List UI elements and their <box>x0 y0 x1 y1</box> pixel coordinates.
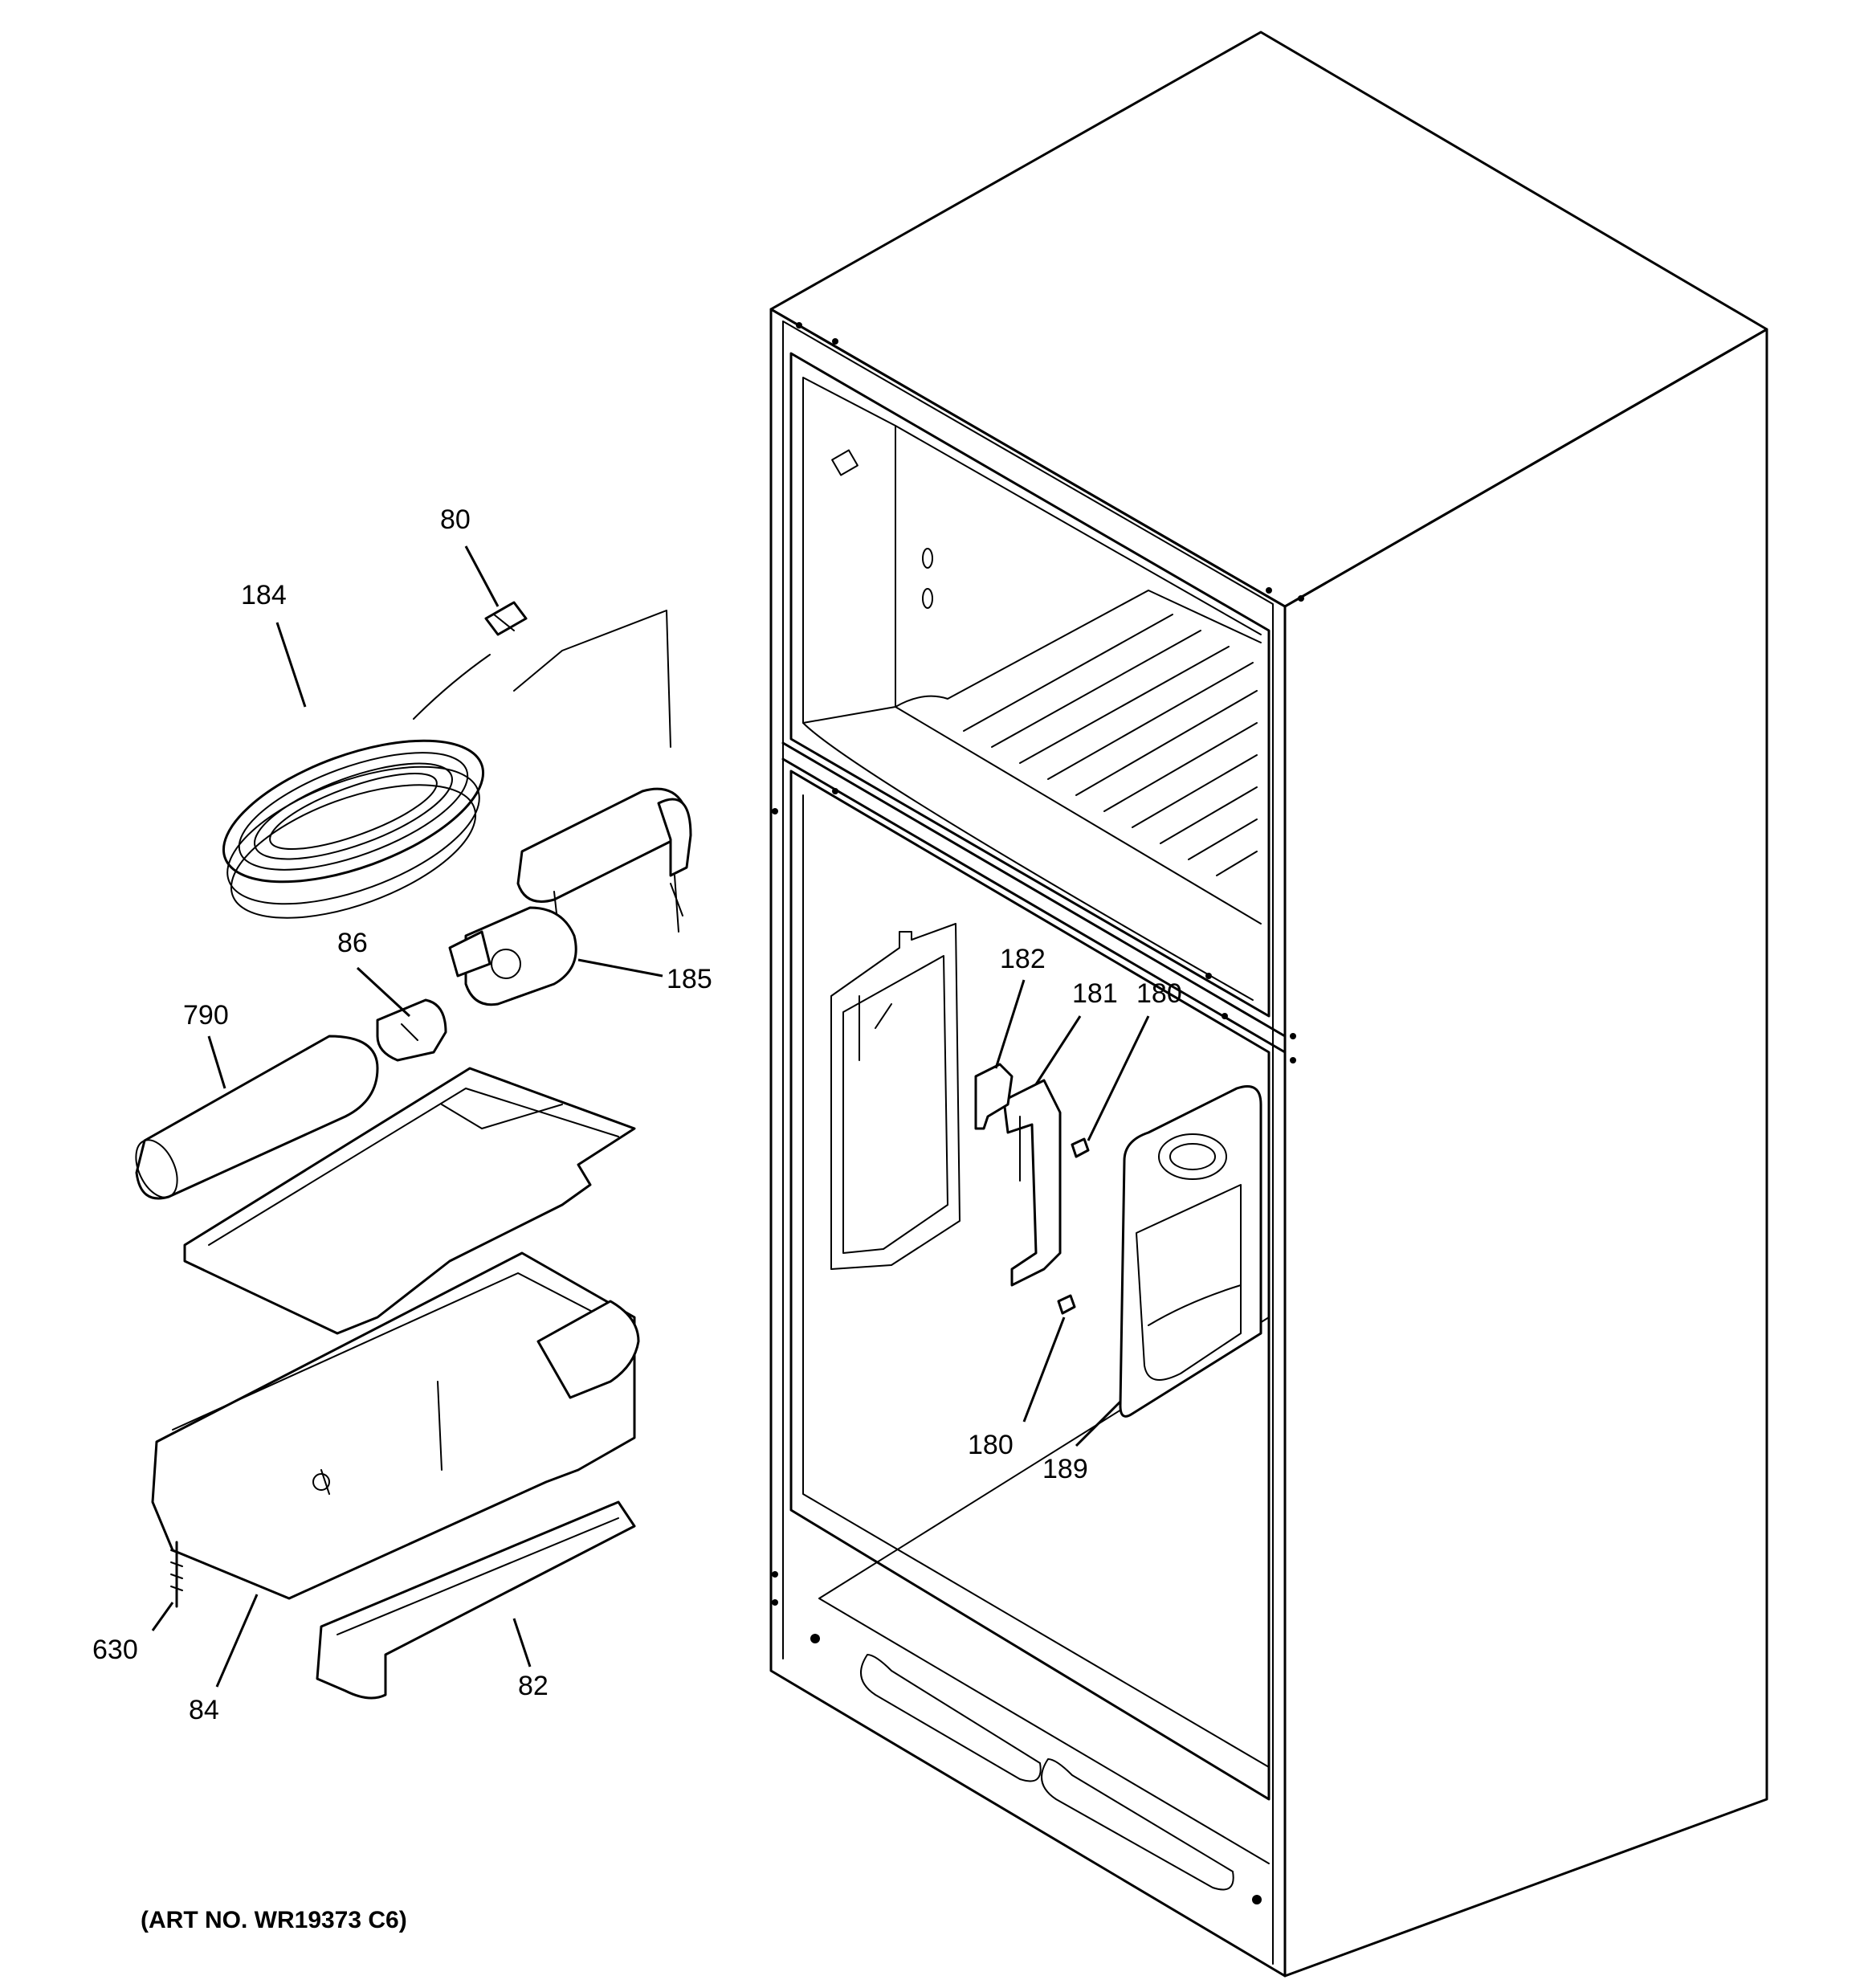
callout-labels: 80 184 86 185 790 182 181 180 180 189 63… <box>92 504 1182 1725</box>
callout-82: 82 <box>518 1671 549 1701</box>
callout-182: 182 <box>1000 944 1046 974</box>
callout-189: 189 <box>1042 1454 1088 1484</box>
water-line-coil-184 <box>222 654 491 919</box>
callout-84: 84 <box>189 1695 219 1725</box>
callout-180-upper: 180 <box>1136 978 1182 1009</box>
switch-182 <box>974 1063 1014 1130</box>
callout-80: 80 <box>440 504 471 535</box>
callout-180-lower: 180 <box>968 1430 1014 1460</box>
bracket-181 <box>1002 1079 1062 1287</box>
heater-plate <box>183 1067 636 1335</box>
callout-630: 630 <box>92 1635 138 1665</box>
callout-185: 185 <box>667 964 712 994</box>
refrigerator-cabinet <box>769 31 1768 1978</box>
callout-184: 184 <box>241 580 287 610</box>
screw-180-upper <box>1071 1137 1090 1158</box>
filter-housing-84 <box>151 1251 640 1600</box>
valve-tube-assembly-185 <box>448 610 692 1006</box>
cap-86 <box>376 998 447 1062</box>
screw-180-lower <box>1057 1294 1076 1315</box>
callout-86: 86 <box>337 928 368 958</box>
screw-630 <box>170 1541 183 1608</box>
fitting-80 <box>484 601 528 636</box>
callout-790: 790 <box>183 1000 229 1031</box>
callout-181: 181 <box>1072 978 1118 1009</box>
art-number: (ART NO. WR19373 C6) <box>141 1907 407 1933</box>
dispenser-housing-189 <box>1119 1085 1262 1418</box>
leader-lines <box>151 545 1150 1688</box>
cover-82 <box>316 1500 636 1700</box>
water-filter-790 <box>135 1035 379 1200</box>
